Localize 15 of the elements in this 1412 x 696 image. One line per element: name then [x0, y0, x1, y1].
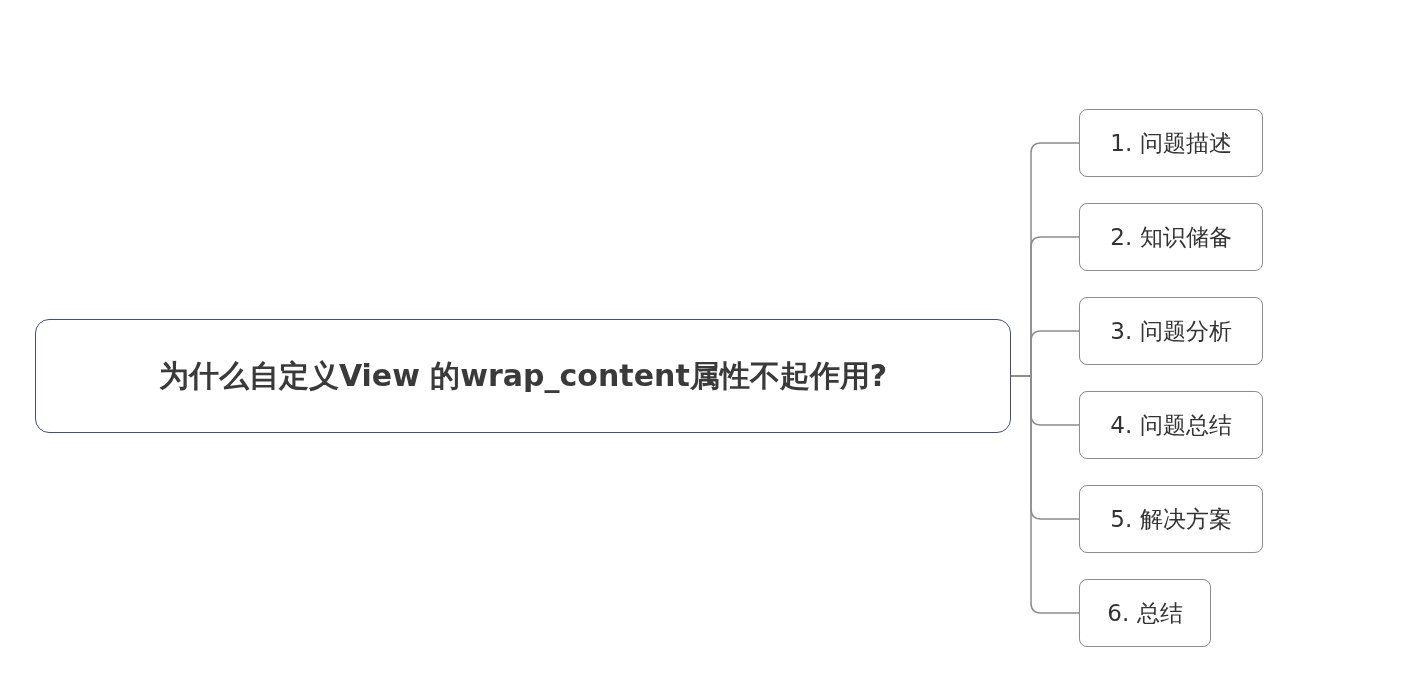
- topic-text: 2. 知识储备: [1110, 222, 1232, 252]
- topic-text: 3. 问题分析: [1110, 316, 1232, 346]
- topic-text: 6. 总结: [1107, 598, 1183, 628]
- topic-text: 4. 问题总结: [1110, 410, 1232, 440]
- subtopic-box: [1079, 297, 1263, 365]
- subtopic-box: [1079, 391, 1263, 459]
- central-topic-box: [35, 319, 1011, 433]
- subtopic-box: [1079, 579, 1211, 647]
- subtopic-box: [1079, 485, 1263, 553]
- topic-text: 5. 解决方案: [1110, 504, 1232, 534]
- subtopic-box: [1079, 109, 1263, 177]
- connector-line: [1010, 375, 1080, 614]
- topic-text: 为什么自定义View 的wrap_content属性不起作用?: [158, 356, 888, 395]
- subtopic-box: [1079, 203, 1263, 271]
- topic-text: 1. 问题描述: [1110, 128, 1232, 158]
